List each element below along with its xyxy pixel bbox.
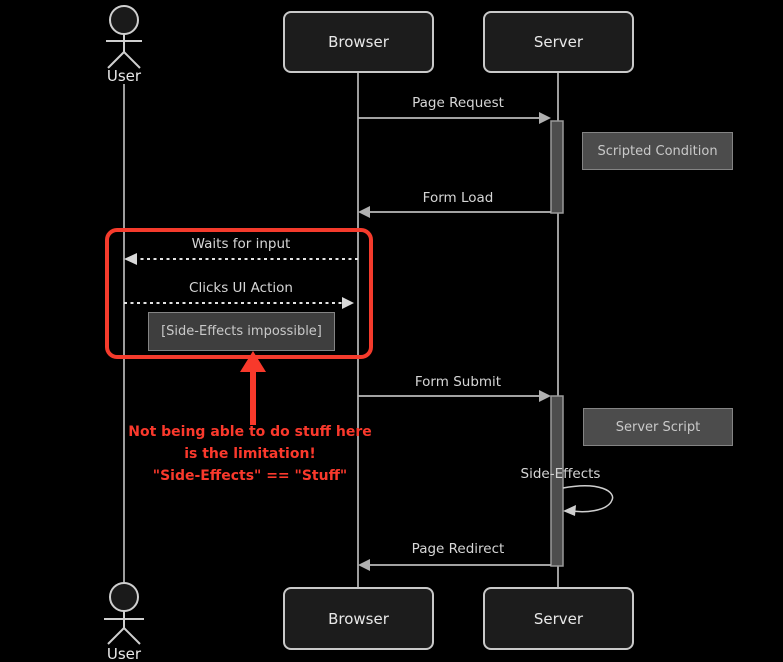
participant-server-bottom-label: Server bbox=[533, 609, 584, 628]
participant-server-top: Server bbox=[483, 11, 634, 73]
annotation-line-2: is the limitation! bbox=[184, 446, 316, 462]
user-actor-bottom-label: User bbox=[106, 645, 142, 662]
user-actor-top-icon bbox=[106, 5, 142, 69]
form-load-arrowhead-icon bbox=[358, 206, 370, 218]
participant-server-top-label: Server bbox=[533, 33, 584, 51]
clicks-ui-action-arrowhead-icon bbox=[342, 297, 354, 309]
highlight-red-box bbox=[105, 228, 373, 359]
message-side-effects-label: Side-Effects bbox=[520, 466, 601, 482]
server-activation-bar-2 bbox=[550, 395, 564, 567]
participant-server-bottom: Server bbox=[483, 587, 634, 650]
annotation-line-1: Not being able to do stuff here bbox=[128, 424, 372, 440]
page-request-arrowhead-icon bbox=[539, 112, 551, 124]
message-page-request-label: Page Request bbox=[412, 95, 504, 111]
note-server-script-label: Server Script bbox=[615, 419, 701, 435]
participant-browser-bottom-label: Browser bbox=[328, 609, 389, 628]
page-redirect-arrowhead-icon bbox=[358, 559, 370, 571]
note-scripted-condition: Scripted Condition bbox=[582, 132, 733, 170]
note-side-effects-impossible: [Side-Effects impossible] bbox=[148, 312, 335, 351]
user-actor-bottom-icon bbox=[104, 582, 144, 645]
form-submit-arrowhead-icon bbox=[539, 390, 551, 402]
waits-for-input-arrowhead-icon bbox=[124, 253, 137, 265]
participant-browser-top: Browser bbox=[283, 11, 434, 73]
user-actor-top-label: User bbox=[106, 67, 142, 85]
message-clicks-ui-action-label: Clicks UI Action bbox=[189, 280, 293, 296]
note-scripted-condition-label: Scripted Condition bbox=[597, 143, 718, 159]
note-server-script: Server Script bbox=[583, 408, 733, 446]
annotation-red-note: Not being able to do stuff here is the l… bbox=[110, 421, 390, 487]
message-page-redirect-label: Page Redirect bbox=[411, 541, 505, 557]
side-effects-loop-arrowhead-icon bbox=[563, 505, 576, 516]
participant-browser-bottom: Browser bbox=[283, 587, 434, 650]
message-form-load-label: Form Load bbox=[422, 190, 494, 206]
participant-browser-top-label: Browser bbox=[328, 33, 389, 51]
side-effects-self-loop bbox=[562, 485, 614, 513]
message-form-submit-label: Form Submit bbox=[414, 374, 502, 390]
message-waits-for-input-label: Waits for input bbox=[191, 236, 291, 252]
server-activation-bar-1 bbox=[550, 120, 564, 214]
note-side-effects-impossible-label: [Side-Effects impossible] bbox=[161, 324, 322, 339]
annotation-line-3: "Side-Effects" == "Stuff" bbox=[152, 468, 348, 484]
